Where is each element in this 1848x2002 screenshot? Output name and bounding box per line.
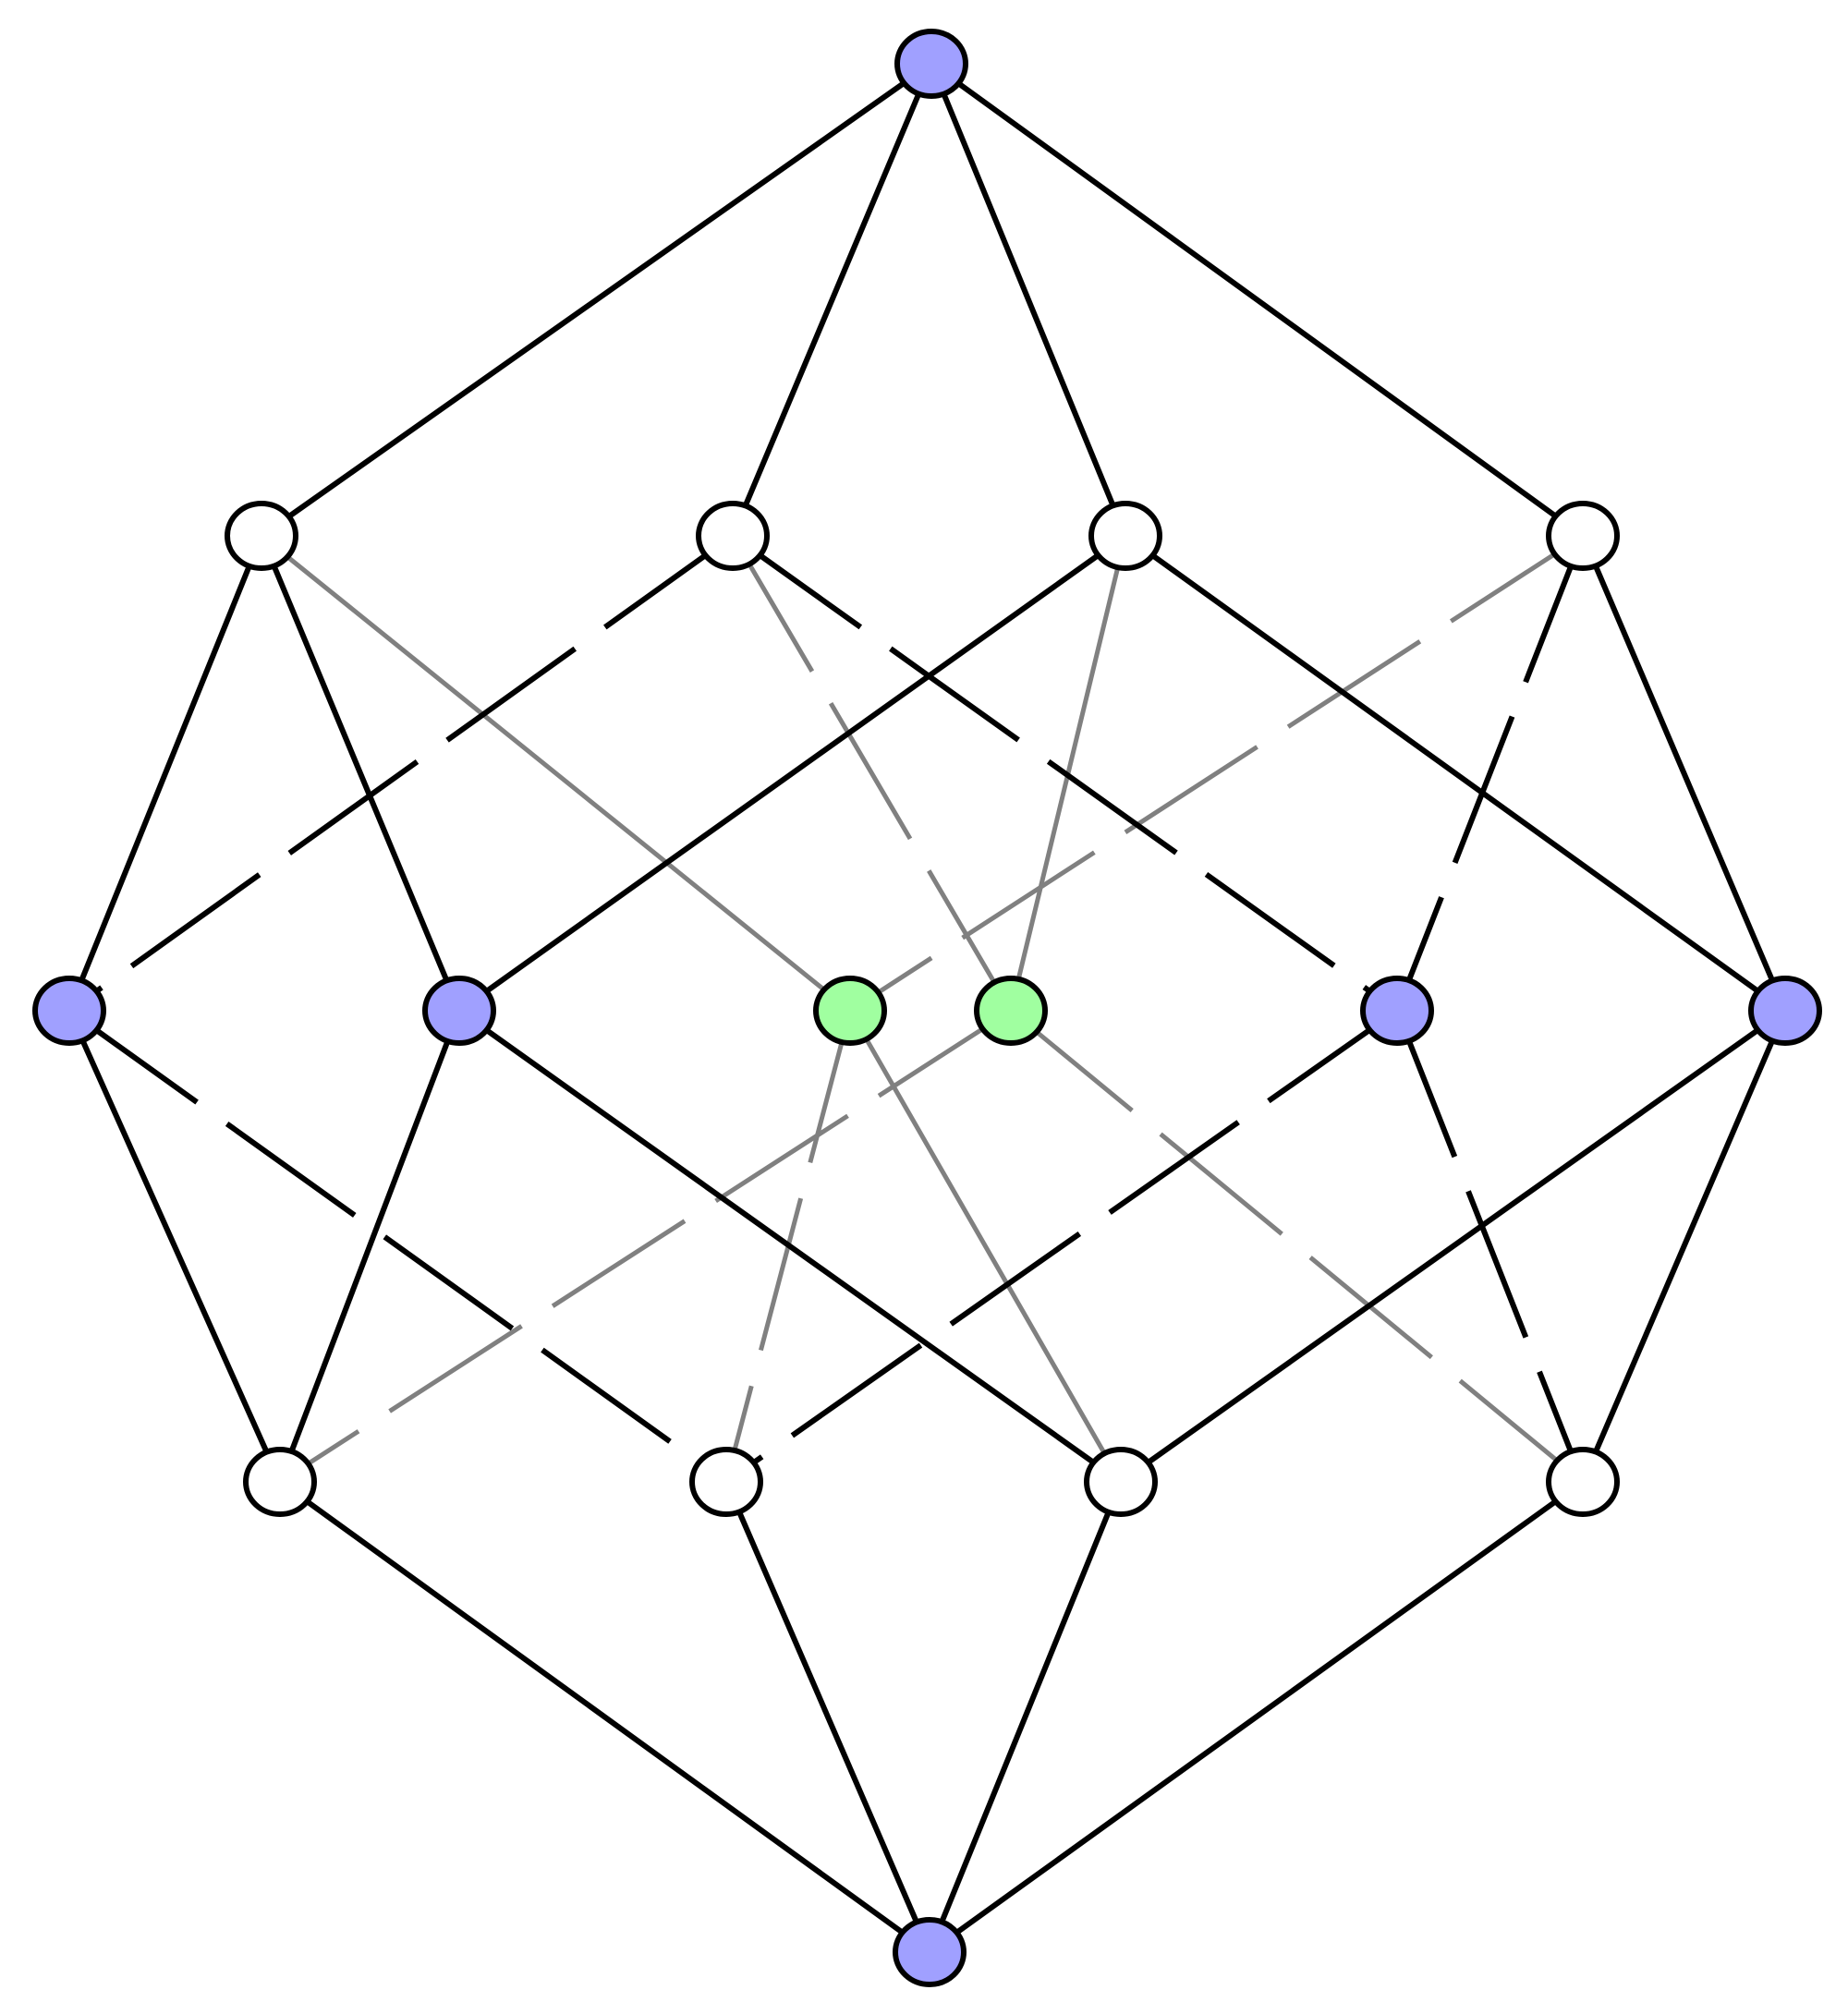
- edge-n-top-to-n-upper-4: [930, 61, 1585, 539]
- edge-n-upper-3-to-n-mid-right: [1124, 533, 1787, 1013]
- edge-n-center-right-to-n-lower-1: [278, 1008, 1013, 1485]
- edge-n-center-left-to-n-lower-3: [847, 1009, 1124, 1484]
- edge-n-upper-1-to-n-center-left: [260, 534, 852, 1013]
- edge-n-upper-4-to-n-mid-inner-right: [1394, 534, 1586, 1013]
- edge-n-top-to-n-upper-3: [929, 62, 1128, 538]
- edge-n-mid-right-to-n-lower-4: [1580, 1009, 1788, 1484]
- edge-n-top-to-n-upper-2: [730, 62, 934, 538]
- edge-n-center-right-to-n-lower-4: [1009, 1009, 1585, 1484]
- node-upper-3: [1088, 501, 1162, 571]
- edge-n-mid-inner-right-to-n-lower-2: [724, 1008, 1399, 1485]
- edge-n-upper-3-to-n-mid-inner-left: [457, 533, 1127, 1013]
- edge-n-mid-right-to-n-lower-3: [1119, 1008, 1787, 1485]
- node-mid-right: [1748, 976, 1822, 1046]
- edge-n-mid-inner-right-to-n-lower-4: [1394, 1009, 1586, 1484]
- edge-n-mid-inner-left-to-n-lower-1: [277, 1009, 462, 1484]
- edge-n-upper-4-to-n-mid-right: [1580, 534, 1788, 1013]
- edge-n-lower-1-to-n-bottom: [278, 1479, 931, 1955]
- node-upper-4: [1546, 501, 1620, 571]
- node-lower-2: [689, 1447, 763, 1517]
- edge-n-mid-inner-left-to-n-lower-3: [457, 1008, 1123, 1485]
- node-mid-left: [32, 976, 106, 1046]
- edge-n-lower-4-to-n-bottom: [928, 1479, 1585, 1955]
- node-lower-3: [1084, 1447, 1158, 1517]
- node-upper-2: [696, 501, 770, 571]
- node-top: [894, 29, 968, 99]
- nodes-layer: [32, 29, 1822, 1987]
- edge-n-upper-1-to-n-mid-inner-left: [259, 534, 462, 1013]
- node-center-right: [974, 976, 1048, 1046]
- node-lower-1: [243, 1447, 317, 1517]
- edge-n-upper-2-to-n-center-right: [730, 534, 1014, 1013]
- edge-n-mid-left-to-n-lower-1: [67, 1009, 283, 1484]
- front-edges-layer: [67, 61, 1788, 1955]
- edge-n-top-to-n-upper-1: [260, 61, 933, 539]
- edge-n-mid-left-to-n-lower-2: [67, 1008, 728, 1485]
- edge-n-upper-1-to-n-mid-left: [67, 534, 264, 1013]
- node-center-left: [813, 976, 887, 1046]
- edge-n-upper-4-to-n-center-left: [848, 533, 1585, 1013]
- edge-n-upper-2-to-n-mid-left: [67, 533, 735, 1013]
- node-lower-4: [1546, 1447, 1620, 1517]
- edge-n-lower-2-to-n-bottom: [723, 1480, 932, 1954]
- edge-n-upper-2-to-n-mid-inner-right: [731, 533, 1399, 1013]
- node-bottom: [893, 1917, 967, 1987]
- node-mid-inner-left: [422, 976, 496, 1046]
- node-mid-inner-right: [1360, 976, 1434, 1046]
- node-upper-1: [225, 501, 298, 571]
- edge-n-lower-3-to-n-bottom: [927, 1480, 1124, 1954]
